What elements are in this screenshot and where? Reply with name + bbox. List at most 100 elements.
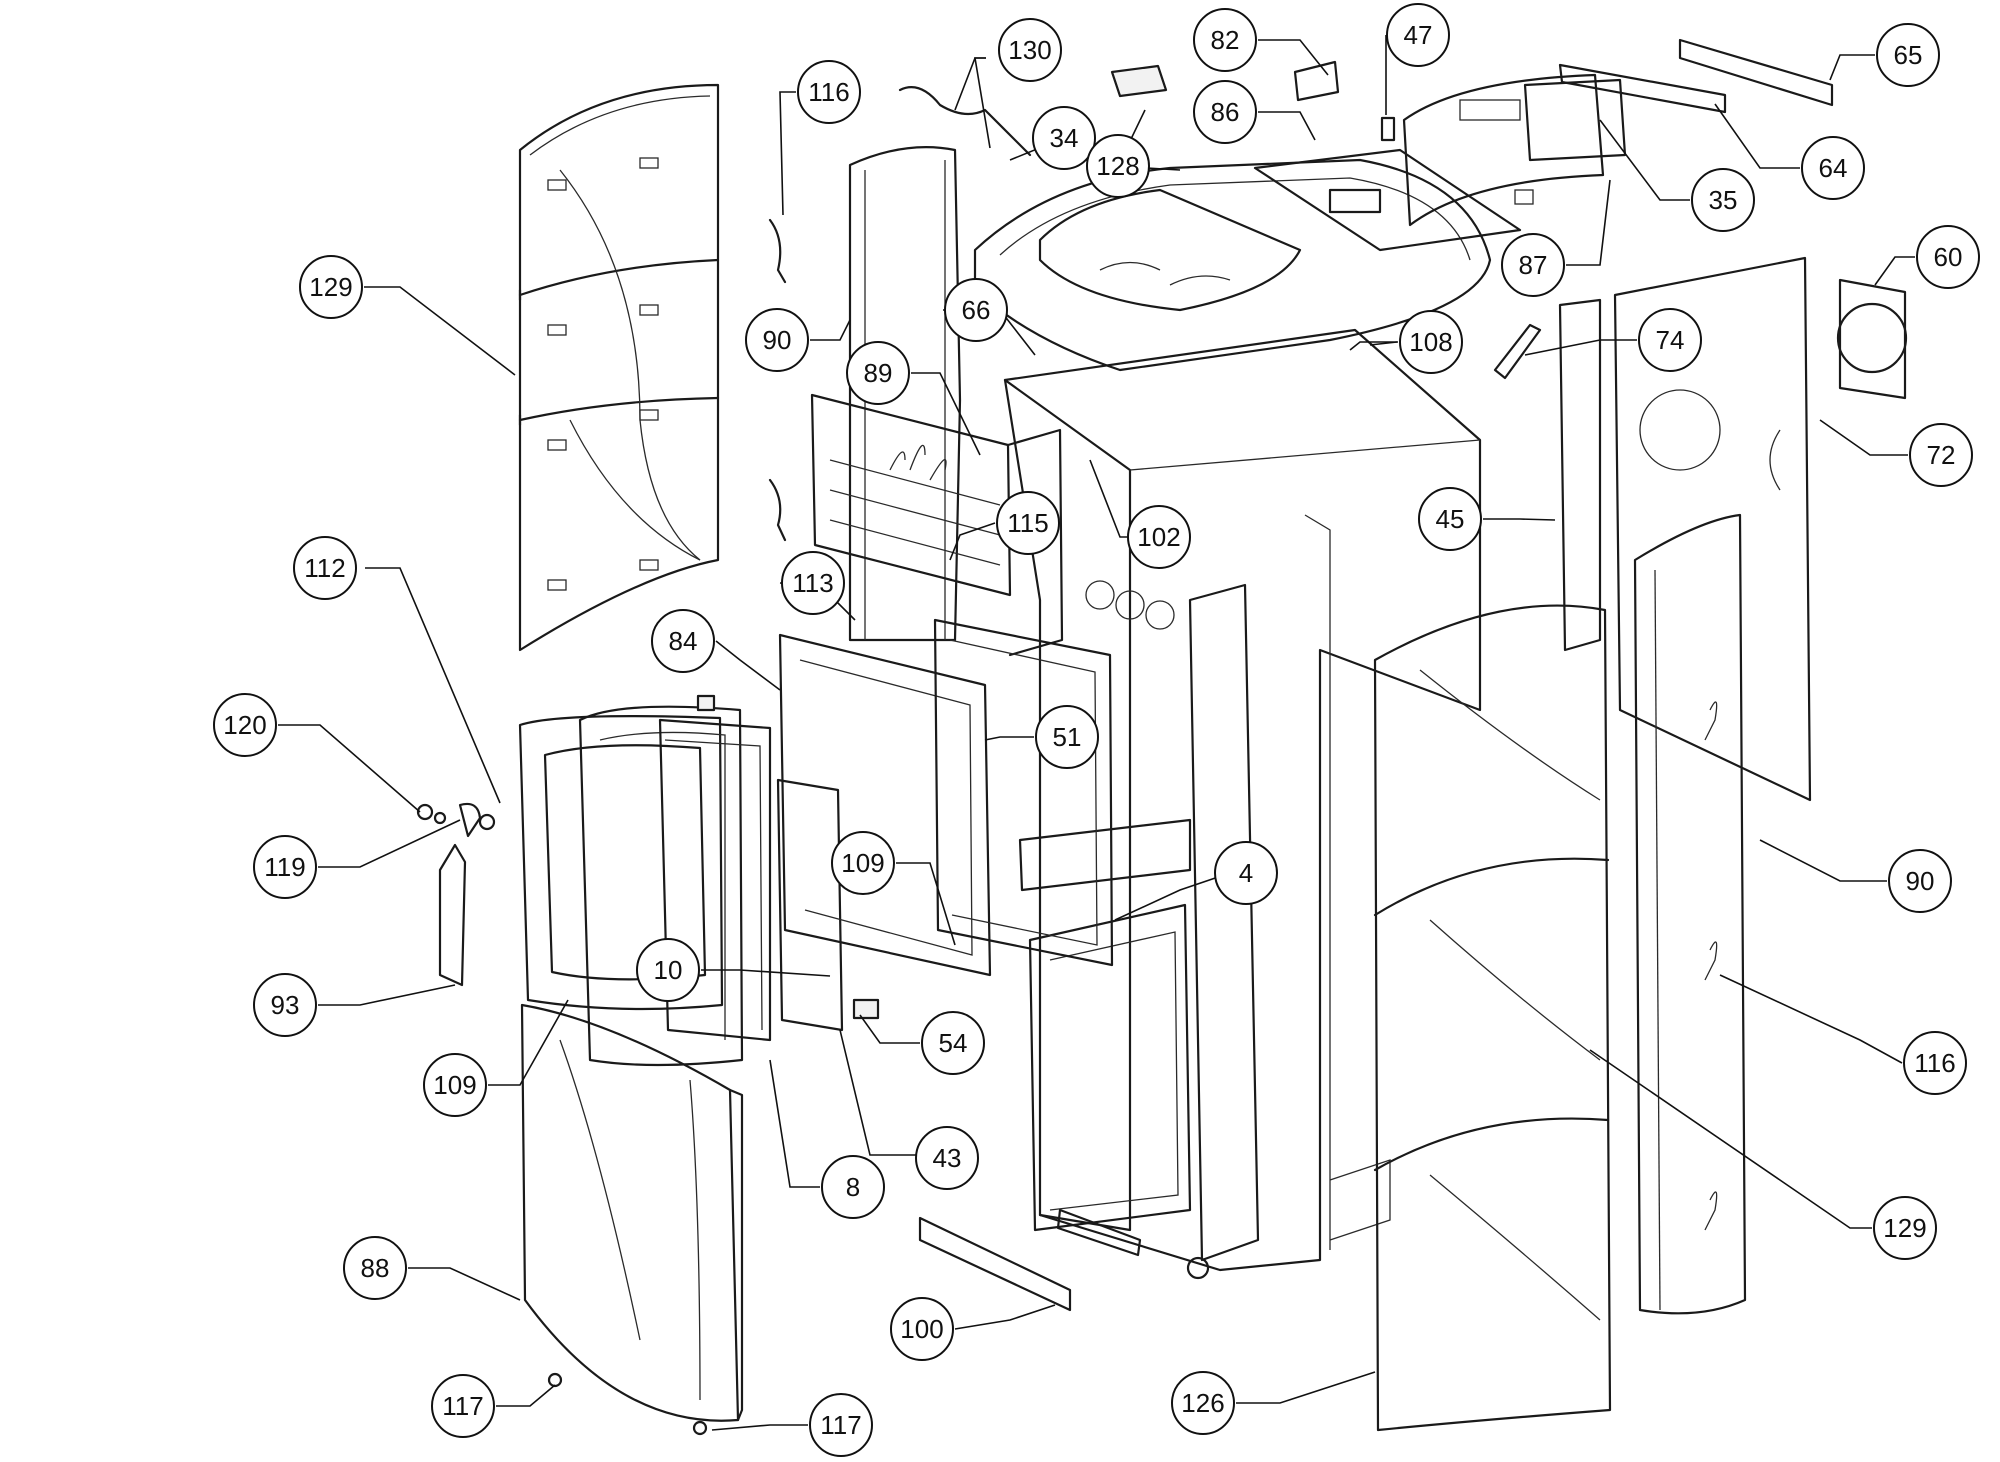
callout-label: 34	[1050, 123, 1079, 153]
callout-circle	[1386, 3, 1450, 67]
callout-90-right: 90	[1888, 849, 1952, 913]
callout-circle	[1909, 423, 1973, 487]
right-side-panel	[1373, 604, 1612, 1432]
callout-4: 4	[1214, 841, 1278, 905]
callout-126: 126	[1171, 1371, 1235, 1435]
callout-circle	[781, 551, 845, 615]
callout-93: 93	[253, 973, 317, 1037]
callout-109-left: 109	[423, 1053, 487, 1117]
callout-label: 35	[1709, 185, 1738, 215]
callout-circle	[797, 60, 861, 124]
callout-circle	[423, 1053, 487, 1117]
callout-label: 66	[962, 295, 991, 325]
callout-circle	[1032, 106, 1096, 170]
right-side-rail	[1493, 298, 1602, 652]
callout-label: 90	[763, 325, 792, 355]
callout-label: 126	[1181, 1388, 1224, 1418]
callout-label: 108	[1409, 327, 1452, 357]
callout-circle	[1214, 841, 1278, 905]
callout-88: 88	[343, 1236, 407, 1300]
leader-lines	[278, 35, 1915, 1431]
callout-54: 54	[921, 1011, 985, 1075]
callout-circle	[890, 1297, 954, 1361]
callout-label: 116	[1914, 1048, 1955, 1078]
callout-circle	[1876, 23, 1940, 87]
callout-60: 60	[1916, 225, 1980, 289]
callout-90-top: 90	[745, 308, 809, 372]
callout-130: 130	[998, 18, 1062, 82]
callout-129-right: 129	[1873, 1196, 1937, 1260]
callout-108: 108	[1399, 310, 1463, 374]
callout-label: 87	[1519, 250, 1548, 280]
callout-120: 120	[213, 693, 277, 757]
callout-117-left: 117	[431, 1374, 495, 1438]
callout-label: 129	[309, 272, 352, 302]
callout-label: 43	[933, 1143, 962, 1173]
callout-circle	[1691, 168, 1755, 232]
callout-circle	[1418, 487, 1482, 551]
callout-label: 89	[864, 358, 893, 388]
callout-circle	[996, 491, 1060, 555]
callout-circle	[1873, 1196, 1937, 1260]
control-box	[1110, 64, 1168, 98]
callout-circle	[809, 1393, 873, 1457]
callout-label: 47	[1404, 20, 1433, 50]
callout-64: 64	[1801, 136, 1865, 200]
callout-circle	[253, 835, 317, 899]
callout-circle	[998, 18, 1062, 82]
callout-label: 90	[1906, 866, 1935, 896]
right-rear-column	[1633, 513, 1747, 1315]
callout-label: 109	[841, 848, 884, 878]
callout-circle	[1171, 1371, 1235, 1435]
callout-45: 45	[1418, 487, 1482, 551]
callout-102: 102	[1127, 505, 1191, 569]
callout-circle	[343, 1236, 407, 1300]
rear-top-components	[1293, 38, 1834, 227]
callout-label: 45	[1436, 504, 1465, 534]
callout-circle	[1801, 136, 1865, 200]
callout-circle	[253, 973, 317, 1037]
callout-label: 74	[1656, 325, 1685, 355]
callout-113: 113	[781, 551, 845, 615]
callout-circle	[1399, 310, 1463, 374]
callout-label: 82	[1211, 25, 1240, 55]
callout-129-left: 129	[299, 255, 363, 319]
callout-label: 100	[900, 1314, 943, 1344]
callout-label: 120	[223, 710, 266, 740]
callout-115: 115	[996, 491, 1060, 555]
firebox-frame	[778, 618, 1114, 977]
callout-label: 102	[1137, 522, 1180, 552]
parts-layer	[416, 38, 1908, 1436]
callout-circle	[745, 308, 809, 372]
callout-circle	[213, 693, 277, 757]
callout-circle	[431, 1374, 495, 1438]
callout-label: 65	[1894, 40, 1923, 70]
callout-label: 117	[442, 1391, 483, 1421]
callout-circle	[921, 1011, 985, 1075]
callout-label: 128	[1096, 151, 1139, 181]
callout-circle	[1193, 8, 1257, 72]
callout-label: 109	[433, 1070, 476, 1100]
callout-circle	[1127, 505, 1191, 569]
callout-117-bottom: 117	[809, 1393, 873, 1457]
callout-82: 82	[1193, 8, 1257, 72]
callout-116-right: 116	[1903, 1031, 1967, 1095]
callout-label: 51	[1053, 722, 1082, 752]
callout-label: 54	[939, 1028, 968, 1058]
callout-87: 87	[1501, 233, 1565, 297]
callout-label: 88	[361, 1253, 390, 1283]
callout-8: 8	[821, 1155, 885, 1219]
callout-circle	[1916, 225, 1980, 289]
callout-label: 84	[669, 626, 698, 656]
callout-circle	[1888, 849, 1952, 913]
callout-circle	[636, 938, 700, 1002]
callout-128: 128	[1086, 134, 1150, 198]
callout-112: 112	[293, 536, 357, 600]
callout-label: 60	[1934, 242, 1963, 272]
callout-label: 10	[654, 955, 683, 985]
callout-66: 66	[944, 278, 1008, 342]
callout-label: 119	[264, 852, 305, 882]
callout-label: 116	[808, 77, 849, 107]
